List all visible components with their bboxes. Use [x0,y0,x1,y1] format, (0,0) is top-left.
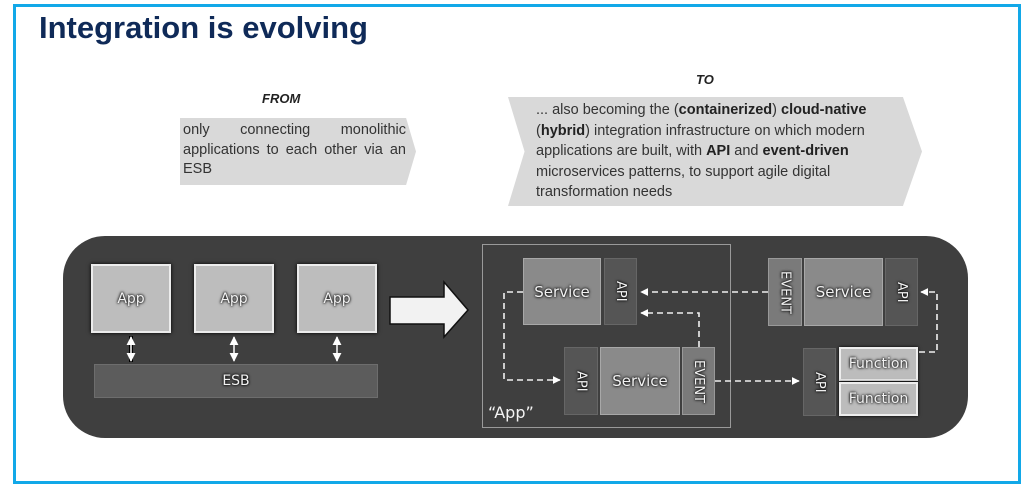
emphasis-text: API [706,143,731,159]
emphasis-text: cloud-native [781,102,867,118]
body-text: ) [772,102,781,118]
from-callout-shape [180,118,416,185]
emphasis-text: hybrid [540,122,586,139]
to-header: TO [696,72,714,87]
event-label: EVENT [691,359,706,403]
emphasis-text: containerized [678,102,773,118]
api-label: API [613,281,628,302]
event-tab: EVENT [768,258,802,326]
transition-arrow-icon [389,279,469,339]
body-text: ) integration infrastructure on which mo… [536,122,865,160]
body-text: ( [536,122,541,139]
from-description: only connecting monolithic applications … [183,122,406,177]
api-tab: API [885,258,918,326]
emphasis-text: event-driven [762,143,849,159]
event-label: EVENT [777,270,793,314]
legacy-app-box: App [297,264,377,333]
api-tab: API [604,258,637,325]
body-text: ... also becoming the ( [536,102,679,118]
legacy-app-box: App [91,264,171,333]
api-label: API [573,370,589,392]
flow-function-to-api-c [919,288,938,353]
event-tab: EVENT [682,347,715,415]
to-callout-shape [508,97,922,206]
app-group-frame [482,244,731,428]
to-description: ... also becoming the (containerized) cl… [536,100,896,203]
slide-title: Integration is evolving [39,10,368,45]
body-text: and [730,143,763,159]
api-label: API [812,371,827,393]
api-tab: API [564,347,598,415]
function-box: Function [839,382,918,416]
app-group-label: “App” [488,403,534,422]
api-label: API [894,281,909,303]
api-tab: API [803,348,836,416]
body-text: microservices patterns, to support agile… [536,163,831,201]
service-box: Service [523,258,601,325]
legacy-app-box: App [194,264,274,333]
service-box: Service [804,258,883,326]
flow-service-a-to-api-b [503,291,561,384]
from-header: FROM [262,91,301,106]
service-box: Service [600,347,680,415]
slide-frame [13,4,1021,484]
function-box: Function [839,347,918,381]
flow-event-b-to-api-a [640,309,700,347]
esb-bar: ESB [94,364,378,398]
